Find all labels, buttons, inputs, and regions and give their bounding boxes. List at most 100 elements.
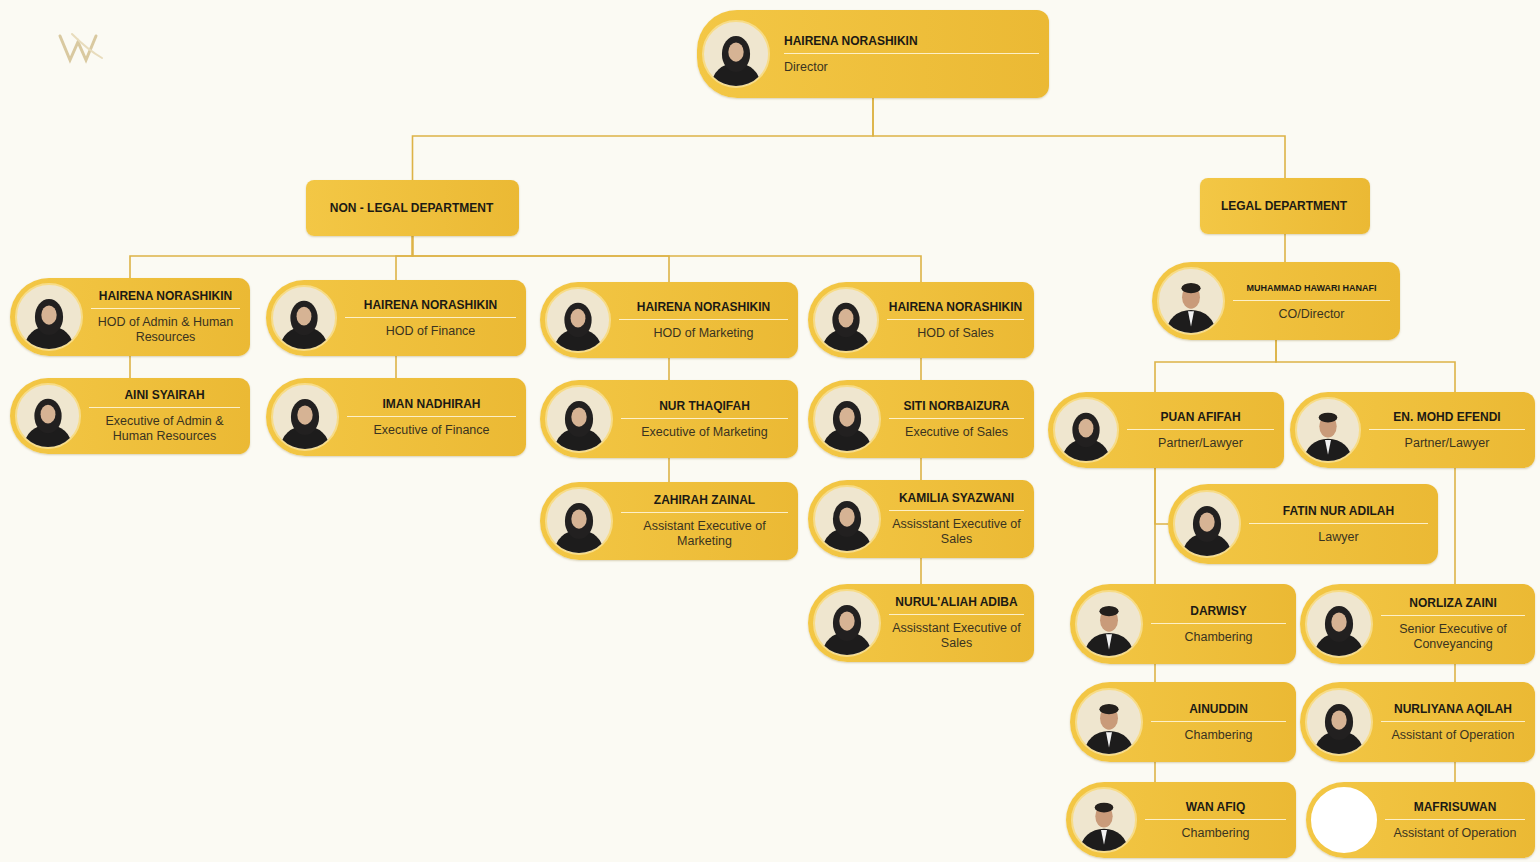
figure-shirt	[1325, 440, 1331, 455]
figure-face	[839, 507, 854, 526]
avatar-figure	[815, 487, 879, 551]
avatar-photo	[1075, 590, 1143, 658]
person-name: HAIRENA NORASHIKIN	[887, 300, 1024, 320]
person-box: HAIRENA NORASHIKINHOD of Marketing	[540, 282, 798, 358]
person-box: PUAN AFIFAHPartner/Lawyer	[1048, 392, 1284, 468]
person-role: HOD of Sales	[887, 326, 1024, 341]
person-name: AINUDDIN	[1151, 702, 1286, 722]
person-name: NURUL'ALIAH ADIBA	[889, 595, 1024, 615]
connector	[1454, 664, 1456, 682]
figure-hijab	[1193, 506, 1221, 542]
figure-hijab	[833, 501, 861, 537]
avatar-figure	[1055, 399, 1117, 461]
figure-body	[1085, 731, 1134, 754]
text-column: ZAHIRAH ZAINALAssistant Executive of Mar…	[613, 487, 798, 555]
logo-swash	[72, 34, 102, 58]
person-box: IMAN NADHIRAHExecutive of Finance	[266, 378, 526, 456]
department-name: NON - LEGAL DEPARTMENT	[314, 201, 509, 215]
connector	[396, 236, 413, 280]
logo-mark	[60, 34, 102, 60]
avatar-photo	[813, 589, 881, 657]
avatar-photo	[1075, 688, 1143, 756]
text-column: LEGAL DEPARTMENT	[1200, 193, 1370, 219]
person-name: WAN AFIQ	[1145, 800, 1286, 820]
avatar-photo	[702, 20, 770, 88]
figure-hijab	[565, 503, 593, 539]
person-box: ZAHIRAH ZAINALAssistant Executive of Mar…	[540, 482, 798, 560]
person-box: AINI SYAIRAHExecutive of Admin & Human R…	[10, 378, 250, 454]
person-role: HOD of Finance	[345, 324, 516, 339]
person-name: MUHAMMAD HAWARI HANAFI	[1233, 281, 1390, 301]
avatar-photo	[1173, 490, 1241, 558]
text-column: NORLIZA ZAINI Senior Executive of Conveya…	[1373, 590, 1535, 658]
person-role: Executive of Sales	[889, 425, 1024, 440]
figure-hijab	[565, 401, 593, 437]
person-role: Partner/Lawyer	[1369, 436, 1525, 451]
person-box: AINUDDIN Chambering	[1070, 682, 1296, 762]
connector	[1155, 468, 1168, 524]
text-column: HAIRENA NORASHIKIN HOD of Sales	[879, 294, 1034, 347]
person-name: NUR THAQIFAH	[621, 399, 788, 419]
avatar-photo	[545, 487, 613, 555]
person-role: Chambering	[1151, 728, 1286, 743]
figure-face	[839, 407, 854, 426]
department-box: NON - LEGAL DEPARTMENT	[306, 180, 519, 236]
connector	[395, 356, 397, 378]
department-name: LEGAL DEPARTMENT	[1208, 199, 1360, 213]
avatar-figure	[273, 385, 337, 449]
avatar-photo	[813, 287, 879, 353]
figure-face	[1331, 710, 1346, 729]
text-column: DARWISYChambering	[1143, 598, 1296, 651]
person-role: Executive of Admin & Human Resources	[89, 414, 240, 444]
avatar-photo	[1071, 787, 1137, 853]
avatar-photo	[271, 285, 337, 351]
person-box: NORLIZA ZAINI Senior Executive of Conveya…	[1300, 584, 1535, 664]
connector	[920, 458, 922, 480]
connector	[920, 358, 922, 380]
text-column: WAN AFIQ Chambering	[1137, 794, 1296, 847]
person-box: NURUL'ALIAH ADIBAAssisstant Executive of…	[808, 584, 1034, 662]
connector	[1154, 468, 1156, 584]
connector	[129, 356, 131, 378]
figure-hijab	[1325, 606, 1353, 642]
figure-hijab	[832, 303, 859, 338]
figure-hijab	[290, 301, 317, 336]
text-column: MAFRISUWANAssistant of Operation	[1377, 794, 1535, 847]
connector	[1154, 762, 1156, 782]
connector	[1454, 762, 1456, 782]
avatar-figure	[704, 22, 768, 86]
figure-hijab	[291, 399, 319, 435]
connector	[413, 98, 874, 180]
avatar-figure	[1073, 789, 1135, 851]
text-column: EN. MOHD EFENDIPartner/Lawyer	[1361, 404, 1535, 457]
figure-hair	[1099, 606, 1118, 616]
avatar-photo	[1311, 787, 1377, 853]
figure-hijab	[833, 401, 861, 437]
avatar-photo	[813, 385, 881, 453]
text-column: IMAN NADHIRAHExecutive of Finance	[339, 391, 526, 444]
person-role: Executive of Marketing	[621, 425, 788, 440]
avatar-photo	[545, 385, 613, 453]
person-role: Executive of Finance	[347, 423, 516, 438]
person-box: HAIRENA NORASHIKINHOD of Admin & Human R…	[10, 278, 250, 356]
text-column: NUR THAQIFAH Executive of Marketing	[613, 393, 798, 446]
person-role: Director	[784, 60, 1039, 75]
avatar-photo	[1295, 397, 1361, 463]
text-column: NON - LEGAL DEPARTMENT	[306, 195, 519, 221]
person-role: Senior Executive of Conveyancing	[1381, 622, 1525, 652]
connector	[413, 236, 670, 282]
avatar-photo	[271, 383, 339, 451]
person-name: KAMILIA SYAZWANI	[889, 491, 1024, 511]
person-name: HAIRENA NORASHIKIN	[91, 289, 240, 309]
person-role: Chambering	[1145, 826, 1286, 841]
figure-shirt	[1101, 830, 1107, 845]
figure-face	[1079, 419, 1094, 438]
figure-face	[1331, 612, 1346, 631]
figure-hijab	[833, 605, 861, 641]
text-column: HAIRENA NORASHIKINHOD of Finance	[337, 292, 526, 345]
figure-body	[1080, 829, 1127, 851]
figure-face	[839, 611, 854, 630]
person-box: DARWISYChambering	[1070, 584, 1296, 664]
text-column: HAIRENA NORASHIKINHOD of Marketing	[611, 294, 798, 347]
person-name: NORLIZA ZAINI	[1381, 596, 1525, 616]
